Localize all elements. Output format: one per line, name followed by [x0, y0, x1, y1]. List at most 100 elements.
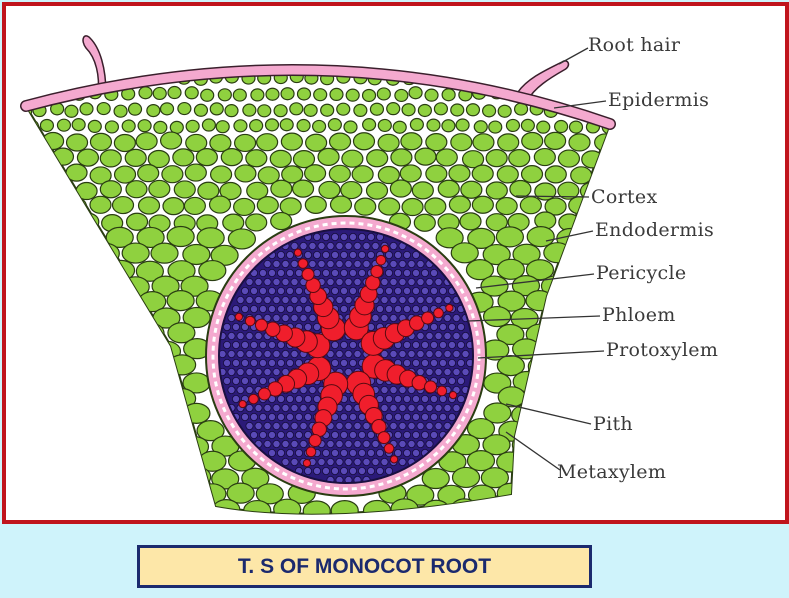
cortex-cell — [448, 195, 471, 214]
cortex-cell — [8, 87, 21, 99]
phloem-cell — [222, 376, 231, 385]
phloem-cell — [240, 286, 249, 295]
cortex-cell — [393, 57, 406, 69]
phloem-cell — [402, 412, 411, 421]
cortex-cell — [10, 56, 23, 68]
cortex-cell — [377, 118, 392, 133]
cortex-cell — [456, 57, 469, 69]
phloem-cell — [348, 250, 357, 259]
cortex-cell — [177, 101, 192, 116]
phloem-cell — [272, 403, 281, 412]
phloem-cell — [303, 250, 312, 259]
phloem-cell — [339, 430, 348, 439]
phloem-cell — [330, 430, 339, 439]
phloem-cell — [258, 376, 267, 385]
cortex-cell — [465, 103, 481, 117]
phloem-cell — [447, 322, 456, 331]
cortex-cell — [193, 103, 209, 117]
phloem-cell — [312, 322, 321, 331]
phloem-cell — [299, 421, 308, 430]
phloem-cell — [353, 277, 362, 286]
cortex-cell — [46, 324, 75, 346]
cortex-cell — [461, 150, 485, 169]
phloem-cell — [429, 340, 438, 349]
cortex-cell — [602, 372, 610, 394]
phloem-cell — [357, 430, 366, 439]
phloem-cell — [429, 322, 438, 331]
cortex-cell — [136, 386, 165, 409]
cortex-cell — [555, 388, 584, 410]
phloem-cell — [429, 412, 438, 421]
phloem-cell — [339, 268, 348, 277]
cortex-cell — [162, 40, 175, 52]
phloem-cell — [429, 268, 438, 277]
cortex-cell — [520, 165, 544, 184]
phloem-cell — [290, 349, 299, 358]
cortex-cell — [594, 133, 610, 152]
cortex-cell — [485, 213, 508, 232]
cortex-cell — [338, 41, 351, 53]
cortex-cell — [542, 372, 571, 394]
phloem-cell — [299, 241, 308, 250]
cortex-cell — [520, 118, 535, 132]
cortex-cell — [313, 88, 328, 102]
phloem-cell — [236, 331, 245, 340]
phloem-cell — [326, 277, 335, 286]
phloem-cell — [245, 403, 254, 412]
phloem-cell — [267, 268, 276, 277]
protoxylem-vessel — [424, 380, 438, 394]
cortex-cell — [233, 197, 256, 217]
phloem-cell — [447, 358, 456, 367]
phloem-cell — [290, 241, 299, 250]
phloem-cell — [321, 466, 330, 475]
phloem-cell — [272, 421, 281, 430]
phloem-cell — [375, 466, 384, 475]
cortex-cell — [167, 260, 196, 282]
cortex-cell — [135, 260, 164, 282]
cortex-cell — [320, 103, 335, 117]
phloem-cell — [245, 367, 254, 376]
phloem-cell — [240, 412, 249, 421]
cortex-cell — [90, 467, 119, 489]
phloem-cell — [348, 448, 357, 457]
cortex-cell — [148, 179, 171, 199]
phloem-cell — [245, 349, 254, 358]
cortex-cell — [543, 242, 572, 264]
phloem-cell — [276, 358, 285, 367]
phloem-cell — [429, 358, 438, 367]
cortex-cell — [219, 181, 242, 201]
phloem-cell — [447, 376, 456, 385]
phloem-cell — [290, 457, 299, 466]
cortex-cell — [243, 499, 272, 514]
phloem-cell — [249, 286, 258, 295]
phloem-cell — [456, 322, 465, 331]
phloem-cell — [254, 295, 263, 304]
cortex-cell — [26, 291, 46, 313]
phloem-cell — [290, 421, 299, 430]
cortex-cell — [256, 196, 279, 215]
phloem-cell — [258, 358, 267, 367]
cortex-cell — [167, 85, 182, 100]
cortex-cell — [385, 39, 398, 51]
phloem-cell — [393, 250, 402, 259]
cortex-cell — [246, 181, 269, 200]
phloem-cell — [285, 448, 294, 457]
cortex-cell — [531, 40, 544, 52]
phloem-cell — [353, 421, 362, 430]
phloem-cell — [438, 376, 447, 385]
endodermis-ring — [211, 221, 481, 491]
phloem-cell — [312, 466, 321, 475]
cortex-cell — [61, 339, 90, 361]
cortex-cell — [187, 57, 200, 69]
cortex-cell — [198, 259, 227, 282]
phloem-cell — [317, 241, 326, 250]
phloem-cell — [299, 439, 308, 448]
cortex-cell — [340, 180, 363, 200]
cortex-cell — [619, 56, 632, 68]
cortex-cell — [441, 56, 454, 68]
phloem-cell — [447, 412, 456, 421]
cortex-cell — [572, 435, 601, 458]
cortex-cell — [152, 467, 181, 489]
cortex-cell — [534, 182, 557, 201]
phloem-cell — [240, 340, 249, 349]
